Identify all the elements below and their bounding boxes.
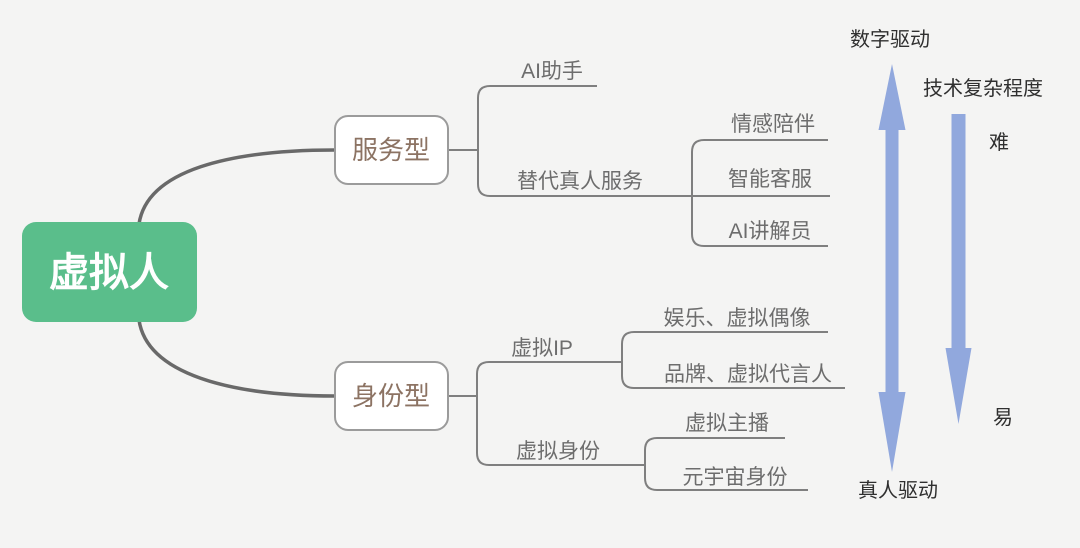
human-driven-label: 真人驱动 — [858, 479, 938, 502]
leaf-brand-virtual-spokesperson[interactable]: 品牌、虚拟代言人 — [664, 363, 832, 386]
root-node-box[interactable] — [22, 222, 197, 322]
leaf-ai-assistant[interactable]: AI助手 — [521, 60, 583, 83]
service-node-box[interactable] — [334, 115, 449, 185]
leaf-virtual-ip[interactable]: 虚拟IP — [511, 337, 573, 360]
leaf-emotional-companion[interactable]: 情感陪伴 — [731, 113, 815, 136]
leaf-replace-human-service[interactable]: 替代真人服务 — [517, 170, 643, 193]
identity-node[interactable]: 身份型 — [334, 361, 449, 431]
connector-replace-human-children — [691, 139, 828, 247]
service-node[interactable]: 服务型 — [334, 115, 449, 185]
root-node-label[interactable]: 虚拟人 — [49, 251, 169, 295]
connector-virtual-identity-children — [644, 437, 808, 491]
hard-label: 难 — [989, 131, 1009, 154]
digital-driven-label: 数字驱动 — [850, 28, 930, 51]
connector-service-children — [477, 85, 830, 197]
root-node[interactable]: 虚拟人 — [22, 222, 197, 322]
identity-node-label[interactable]: 身份型 — [352, 381, 430, 411]
connector-identity-children — [476, 361, 645, 466]
down-arrow-icon — [945, 114, 972, 424]
leaf-entertainment-virtual-idol[interactable]: 娱乐、虚拟偶像 — [664, 307, 811, 330]
leaf-smart-customer-service[interactable]: 智能客服 — [728, 168, 812, 191]
identity-node-box[interactable] — [334, 361, 449, 431]
tech-complexity-label: 技术复杂程度 — [923, 77, 1043, 100]
connector-virtual-ip-children — [621, 331, 845, 389]
updown-arrow-icon — [878, 64, 906, 472]
leaf-virtual-anchor[interactable]: 虚拟主播 — [685, 412, 769, 435]
service-node-label[interactable]: 服务型 — [352, 135, 430, 165]
connector-root-identity — [137, 319, 336, 398]
leaf-virtual-identity[interactable]: 虚拟身份 — [516, 440, 600, 463]
easy-label: 易 — [993, 407, 1013, 429]
connector-root-service — [137, 148, 336, 225]
leaf-ai-presenter[interactable]: AI讲解员 — [729, 220, 812, 243]
leaf-metaverse-identity[interactable]: 元宇宙身份 — [683, 466, 788, 489]
